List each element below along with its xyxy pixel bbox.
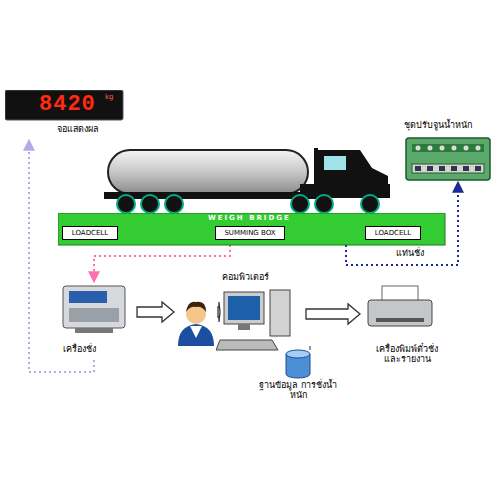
terminal-screw bbox=[464, 146, 469, 151]
computer-set bbox=[216, 270, 302, 356]
device-node: เครื่องชั่ง bbox=[55, 282, 133, 360]
printer-label: เครื่องพิมพ์ตั๋วชั่ง และรายงาน bbox=[376, 344, 438, 365]
indicator-stand bbox=[75, 328, 113, 333]
computer-label: คอมพิวเตอร์ bbox=[222, 272, 269, 282]
operator-body bbox=[178, 324, 214, 346]
indicator-case bbox=[63, 286, 125, 328]
monitor-stand bbox=[238, 324, 250, 330]
bridge-platform bbox=[58, 213, 445, 245]
component-box: SUMMING BOX bbox=[215, 226, 285, 240]
component-box: LOADCELL bbox=[62, 226, 118, 240]
pc-tower bbox=[270, 290, 290, 336]
connector bbox=[310, 346, 311, 350]
device-node: ชุดปรับจูนน้ำหนัก bbox=[398, 118, 494, 182]
connector bbox=[29, 140, 94, 372]
display-unit: kg bbox=[105, 93, 114, 101]
trim-pot bbox=[439, 166, 445, 171]
indicator-keypad bbox=[69, 308, 119, 322]
indicator-screen bbox=[69, 291, 107, 303]
connector-line bbox=[29, 140, 94, 372]
trim-pot bbox=[451, 166, 457, 171]
trim-pot bbox=[475, 166, 481, 171]
bridge-label: แท่นชั่ง bbox=[396, 248, 424, 258]
connector-line bbox=[94, 240, 230, 282]
tank-body bbox=[108, 150, 308, 194]
truck-cab bbox=[318, 150, 388, 196]
trim-pot bbox=[427, 166, 433, 171]
device-node: WEIGH BRIDGE แท่นชั่ง LOADCELL SUMMING BOX L… bbox=[58, 213, 446, 261]
device-node: 8420 kg จอแสดงผล bbox=[5, 90, 127, 140]
hollow-arrow bbox=[137, 302, 174, 322]
terminal-screw bbox=[440, 146, 445, 151]
tuning-board bbox=[406, 138, 490, 180]
trim-pot bbox=[415, 166, 421, 171]
connector bbox=[94, 240, 230, 282]
trailer-chassis bbox=[104, 192, 316, 199]
display-label: จอแสดงผล bbox=[57, 124, 99, 134]
monitor-screen bbox=[228, 296, 260, 320]
printer-body bbox=[368, 300, 432, 326]
terminal-screw bbox=[428, 146, 433, 151]
indicator-label: เครื่องชั่ง bbox=[63, 344, 96, 354]
terminal-screw bbox=[476, 146, 481, 151]
database-label: ฐานข้อมูล การชั่งน้ำหนัก bbox=[258, 380, 338, 401]
display-panel bbox=[5, 90, 123, 120]
exhaust-pipe bbox=[314, 148, 318, 184]
connector bbox=[137, 302, 220, 322]
wheels bbox=[117, 195, 379, 213]
cab-window bbox=[324, 156, 346, 170]
hollow-arrow bbox=[218, 302, 220, 322]
keyboard bbox=[216, 340, 278, 350]
component-box: LOADCELL bbox=[365, 226, 421, 240]
device-node: คอมพิวเตอร์ bbox=[216, 270, 302, 356]
terminal-strip bbox=[412, 144, 484, 152]
component-label: SUMMING BOX bbox=[216, 227, 284, 239]
hollow-arrow bbox=[306, 304, 360, 324]
trim-strip bbox=[412, 164, 484, 173]
component-label: LOADCELL bbox=[63, 227, 117, 239]
operator-collar bbox=[190, 326, 202, 338]
device-node: เครื่องพิมพ์ตั๋วชั่ง และรายงาน bbox=[358, 284, 448, 372]
operator-hair bbox=[186, 302, 206, 312]
printer-slot bbox=[376, 318, 424, 322]
bridge-title: WEIGH BRIDGE bbox=[208, 214, 291, 222]
connector-line bbox=[309, 346, 310, 350]
monitor bbox=[224, 292, 264, 324]
trim-pot bbox=[463, 166, 469, 171]
connector bbox=[306, 304, 360, 324]
terminal-screw bbox=[416, 146, 421, 151]
terminal-screw bbox=[452, 146, 457, 151]
display-digits: 8420 bbox=[39, 92, 96, 117]
component-label: LOADCELL bbox=[366, 227, 420, 239]
tuning-box-label: ชุดปรับจูนน้ำหนัก bbox=[404, 120, 472, 130]
device-node: ฐานข้อมูล การชั่งน้ำหนัก bbox=[256, 348, 340, 408]
database-top bbox=[286, 350, 310, 358]
